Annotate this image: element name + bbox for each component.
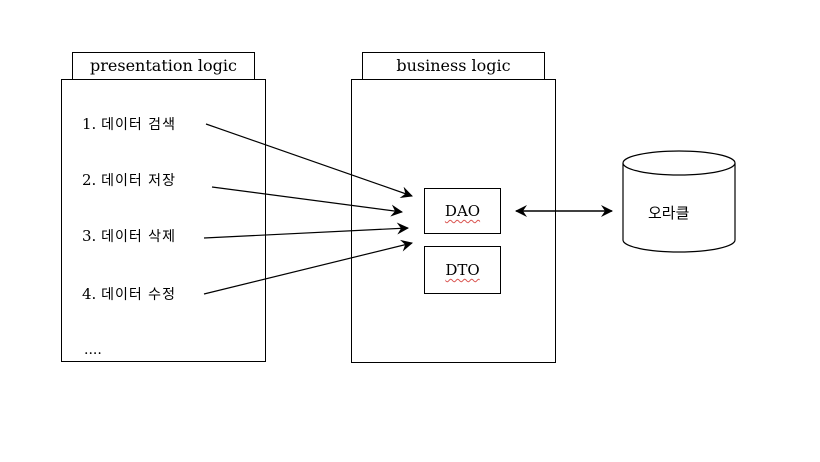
item-number: 1. xyxy=(82,115,97,133)
list-item: 4. 데이터 수정 xyxy=(82,284,176,305)
business-logic-title: business logic xyxy=(396,56,511,75)
presentation-logic-box xyxy=(61,79,266,362)
arrow-update xyxy=(203,239,413,295)
dao-box: DAO xyxy=(424,188,501,234)
arrow-search xyxy=(205,123,413,199)
item-text: 데이터 저장 xyxy=(101,173,176,189)
arrow-delete xyxy=(203,222,409,239)
list-item: 3. 데이터 삭제 xyxy=(82,226,176,247)
database-cylinder xyxy=(622,150,736,253)
list-item: 2. 데이터 저장 xyxy=(82,170,176,191)
dao-label: DAO xyxy=(444,202,481,220)
database-label: 오라클 xyxy=(648,204,690,222)
item-text: 데이터 검색 xyxy=(101,117,176,133)
presentation-logic-tab: presentation logic xyxy=(72,52,255,80)
list-item: 1. 데이터 검색 xyxy=(82,114,176,135)
dto-label: DTO xyxy=(445,261,480,279)
item-text: 데이터 삭제 xyxy=(101,229,176,245)
presentation-logic-title: presentation logic xyxy=(90,56,237,75)
business-logic-tab: business logic xyxy=(362,52,545,80)
item-number: 3. xyxy=(82,227,97,245)
item-number: 2. xyxy=(82,171,97,189)
item-number: 4. xyxy=(82,285,97,303)
ellipsis: .... xyxy=(84,342,102,358)
dto-box: DTO xyxy=(424,246,501,294)
item-text: 데이터 수정 xyxy=(101,287,176,303)
arrow-save xyxy=(211,186,403,217)
